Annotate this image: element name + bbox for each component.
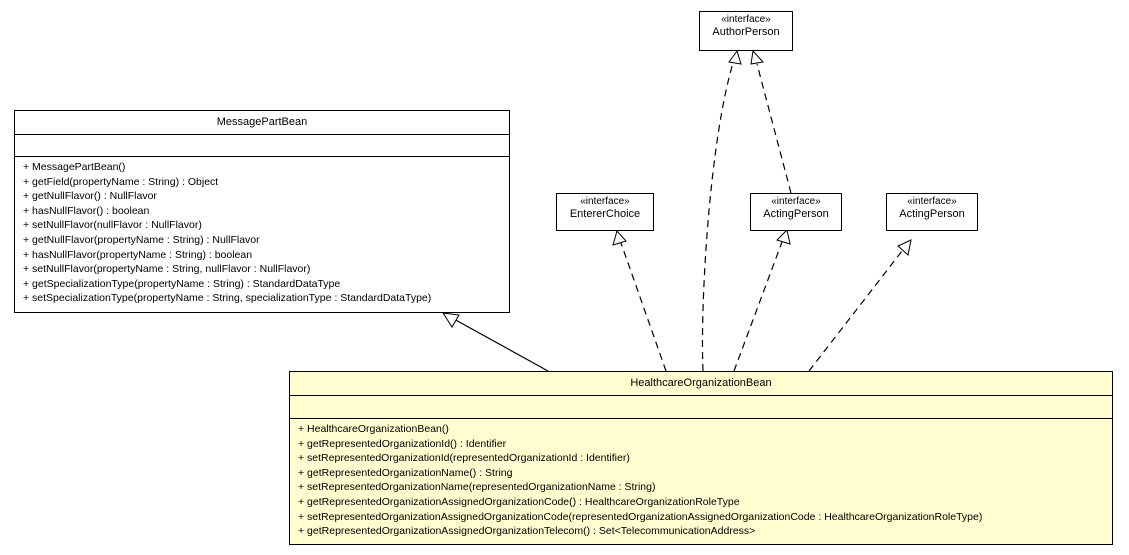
realization-arrowhead-acting-person-b [897,239,912,256]
methods-compartment: + MessagePartBean() + getField(propertyN… [15,156,509,308]
class-name: HealthcareOrganizationBean [630,377,772,389]
method-item: + getRepresentedOrganizationAssignedOrga… [298,495,740,508]
realization-arrowhead-author-person [728,49,742,65]
realization-line-author-person [701,62,734,372]
method-item: + setNullFlavor(nullFlavor : NullFlavor) [23,219,202,232]
realization-arrowhead-acting-to-author [750,49,764,65]
realization-line-acting-to-author [756,63,792,194]
method-item: + getSpecializationType(propertyName : S… [23,277,341,290]
stereotype-label: «interface» [580,196,630,207]
method-item: + getRepresentedOrganizationAssignedOrga… [298,525,756,538]
method-item: + hasNullFlavor() : boolean [23,204,150,217]
method-item: + setRepresentedOrganizationAssignedOrga… [298,510,983,523]
method-item: + getNullFlavor() : NullFlavor [23,190,157,203]
stereotype-label: «interface» [721,14,771,25]
generalization-line [451,317,549,372]
method-item: + setRepresentedOrganizationName(represe… [298,481,656,494]
method-item: + getRepresentedOrganizationId() : Ident… [298,437,507,450]
interface-name: AuthorPerson [712,26,780,38]
realization-arrowhead-enterer-choice [612,229,627,246]
interface-acting-person-right[interactable]: «interface» ActingPerson [886,193,978,231]
attributes-compartment [15,134,509,156]
class-name: MessagePartBean [216,116,308,128]
method-item: + MessagePartBean() [23,161,126,173]
method-item: + HealthcareOrganizationBean() [298,423,449,435]
realization-line-acting-person-b [808,250,903,372]
interface-name: ActingPerson [763,208,829,220]
method-item: + setNullFlavor(propertyName : String, n… [23,263,311,276]
interface-author-person[interactable]: «interface» AuthorPerson [699,11,793,51]
generalization-arrowhead [442,312,460,328]
method-item: + getField(propertyName : String) : Obje… [23,175,219,188]
realization-arrowhead-acting-person-a [776,228,791,245]
realization-line-acting-person-a [733,241,783,372]
class-message-part-bean[interactable]: MessagePartBean + MessagePartBean() + ge… [14,110,510,313]
interface-acting-person-middle[interactable]: «interface» ActingPerson [750,193,842,231]
method-item: + setRepresentedOrganizationId(represent… [298,452,630,465]
method-item: + getNullFlavor(propertyName : String) :… [23,233,260,246]
method-item: + getRepresentedOrganizationName() : Str… [298,466,513,479]
stereotype-label: «interface» [907,196,957,207]
class-healthcare-organization-bean[interactable]: HealthcareOrganizationBean + HealthcareO… [289,371,1113,545]
method-item: + setSpecializationType(propertyName : S… [23,292,432,305]
methods-compartment: + HealthcareOrganizationBean() + getRepr… [290,418,1112,541]
attributes-compartment [290,395,1112,418]
interface-name: ActingPerson [899,208,965,220]
interface-enterer-choice[interactable]: «interface» EntererChoice [556,193,654,231]
interface-name: EntererChoice [569,208,641,220]
realization-line-enterer-choice [620,242,667,372]
stereotype-label: «interface» [771,196,821,207]
method-item: + hasNullFlavor(propertyName : String) :… [23,248,253,261]
